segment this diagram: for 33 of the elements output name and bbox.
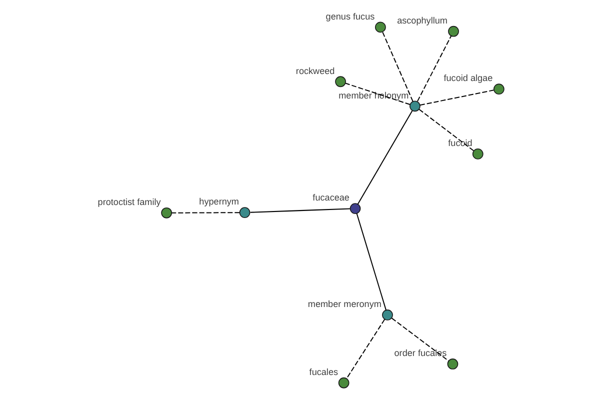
node-label: order fucales [394, 348, 446, 358]
connector [356, 213, 386, 310]
connector [346, 319, 385, 379]
node-circle [492, 84, 504, 95]
node-circle [334, 76, 346, 88]
node-label: hypernym [198, 196, 238, 207]
node-label: fucoid [448, 138, 472, 148]
node-circle [160, 207, 172, 218]
node-circle [409, 100, 420, 112]
connector [250, 208, 350, 213]
connector [419, 90, 494, 106]
node-label: fucaceae [312, 192, 349, 203]
node-label: protoctist family [97, 197, 160, 208]
node-circle [472, 148, 483, 160]
node-label: genus fucus [325, 11, 374, 22]
connector [382, 32, 413, 102]
node-circle [374, 22, 386, 33]
node-circle [446, 358, 458, 370]
node-circle [349, 203, 360, 214]
connector [416, 36, 452, 102]
connector [171, 212, 240, 214]
node-label: fucales [308, 367, 338, 378]
node-circle [448, 26, 458, 37]
connector [418, 108, 474, 152]
node-label: member meronym [307, 299, 381, 310]
node-label: rockweed [295, 66, 334, 76]
node-circle [338, 377, 349, 388]
node-circle [238, 207, 250, 218]
node-label: fucoid algae [443, 73, 492, 84]
connector [356, 110, 412, 204]
node-circle [382, 310, 392, 320]
connector [390, 318, 448, 362]
node-label: ascophyllum [396, 15, 447, 26]
